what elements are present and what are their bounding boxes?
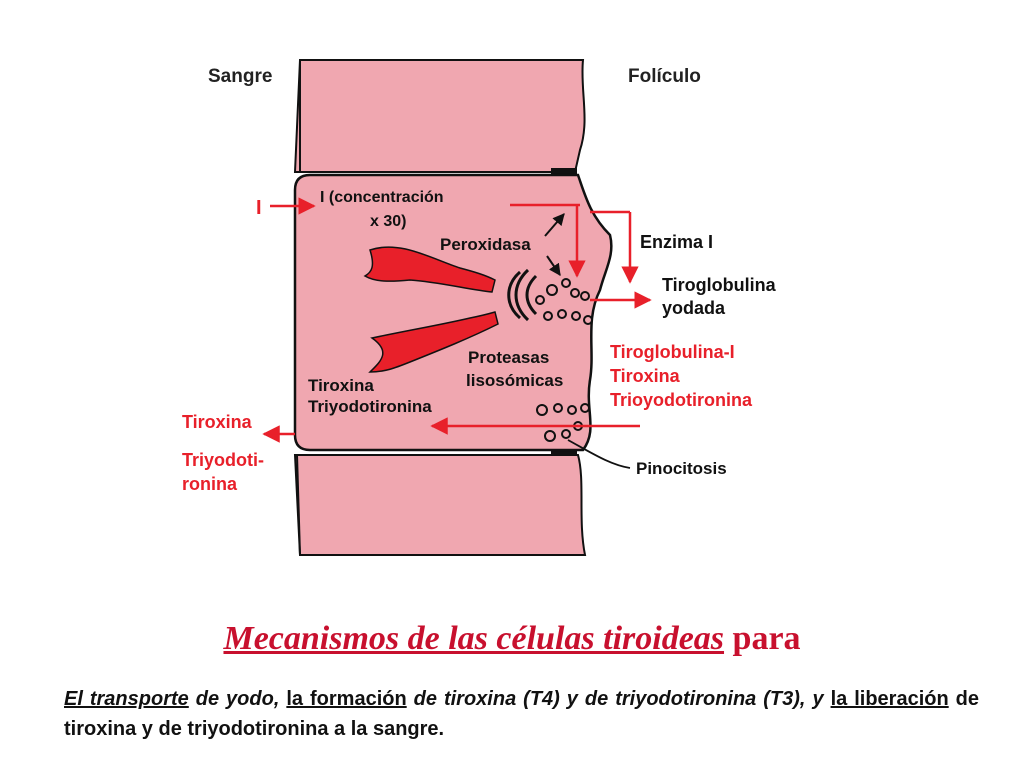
caption-part-hormones: de tiroxina (T4) y de triyodotironina (T… (406, 688, 831, 710)
tight-junction-top (551, 168, 577, 178)
label-red-thyroglobulin-i: Tiroglobulina-I (610, 342, 735, 362)
caption-title-main: Mecanismos de las células tiroideas (223, 620, 725, 657)
vesicles-apical (535, 278, 593, 442)
caption-part-formation: la formación (286, 688, 407, 710)
label-concentration-1: I (concentración (320, 189, 444, 206)
label-red-triiodothyronine: Trioyodotironina (610, 390, 753, 410)
er-tube-upper (363, 246, 496, 293)
caption-title-tail: para (732, 620, 801, 657)
lower-cell-edge (296, 454, 301, 556)
thyroid-cell-diagram: Sangre Folículo I I (concentración x 30)… (182, 59, 777, 556)
peroxidase-arrow-up (544, 213, 565, 237)
caption-part-iodine: de yodo, (188, 688, 287, 710)
label-iodide-in: I (256, 197, 262, 219)
upper-cell (293, 59, 586, 173)
lower-cell (293, 454, 587, 556)
label-out-triiodothyronine-1: Triyodoti- (182, 450, 264, 470)
caption-title: Mecanismos de las células tiroideas para (0, 620, 1024, 658)
er-tube-lower (368, 311, 499, 373)
pinocytosis-pointer (567, 439, 631, 469)
label-blood: Sangre (208, 66, 272, 87)
label-triiodothyronine-inner: Triyodotironina (308, 397, 432, 416)
caption-part-release: la liberación (830, 688, 949, 710)
label-thyroxine-inner: Tiroxina (308, 376, 374, 395)
label-proteases-1: Proteasas (468, 348, 549, 367)
label-out-thyroxine: Tiroxina (182, 412, 253, 432)
label-iodinated-thyroglobulin-2: yodada (662, 298, 726, 318)
caption-part-end: de tiroxina y de triyodotironina a la sa… (64, 688, 979, 740)
tight-junction-bottom (551, 447, 577, 457)
label-iodinated-thyroglobulin-1: Tiroglobulina (662, 275, 777, 295)
label-enzyme: Enzima I (640, 232, 713, 252)
label-follicle: Folículo (628, 66, 701, 87)
peroxidase-arrow-down (546, 255, 561, 276)
caption-body: El transporte de yodo, la formación de t… (64, 684, 979, 744)
label-concentration-2: x 30) (370, 213, 406, 230)
caption-part-transport: El transporte (64, 688, 189, 710)
golgi-apparatus (507, 268, 538, 322)
label-out-triiodothyronine-2: ronina (182, 474, 238, 494)
label-peroxidase: Peroxidasa (440, 235, 531, 254)
label-pinocytosis: Pinocitosis (636, 459, 727, 478)
label-red-thyroxine: Tiroxina (610, 366, 681, 386)
label-proteases-2: lisosómicas (466, 371, 563, 390)
